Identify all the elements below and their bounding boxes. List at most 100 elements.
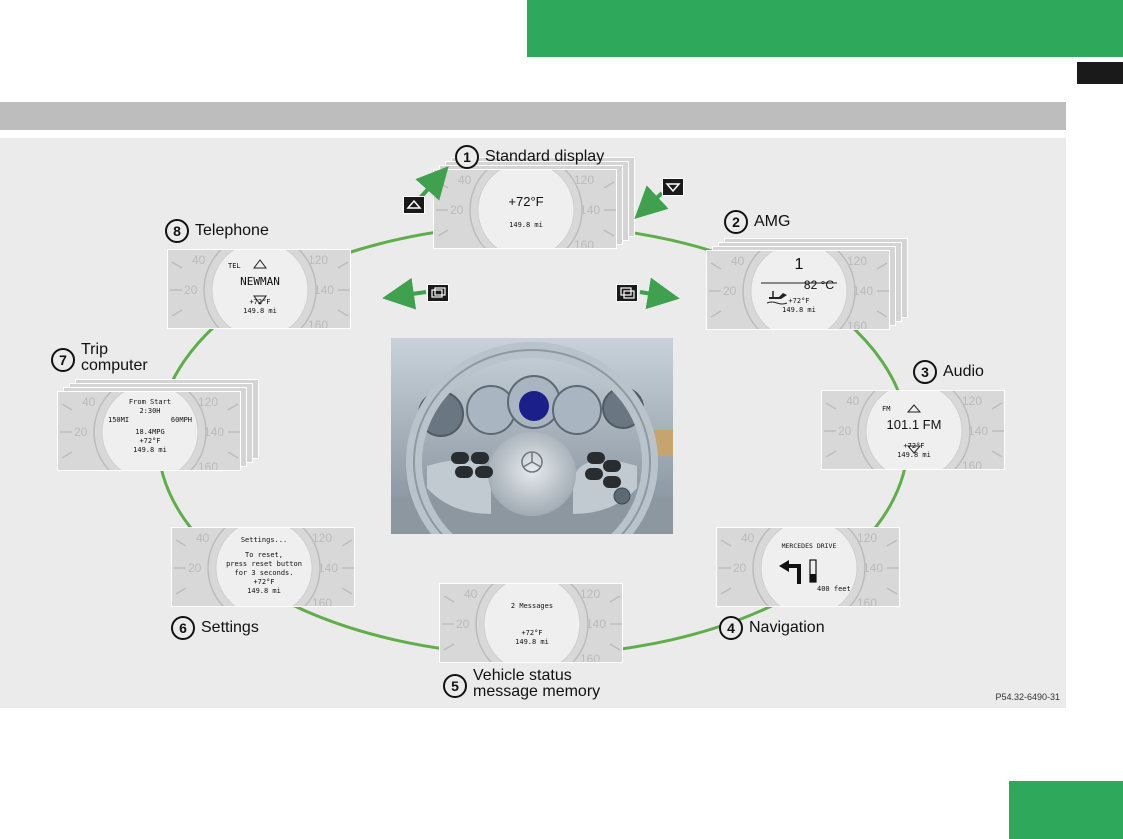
tick-160: 160 <box>857 596 877 607</box>
tick-140: 140 <box>580 203 600 217</box>
screen-message-memory: 40 20 120 140 160 2 Messages +72°F 149.8… <box>439 583 623 663</box>
arrow-back <box>382 277 427 310</box>
next-display-button-icon <box>616 284 638 302</box>
arrow-up-icon <box>906 404 922 413</box>
arrow-previous <box>415 166 449 201</box>
menu-title: Settings <box>201 619 259 636</box>
oil-temperature: 82 °C <box>803 278 835 292</box>
number-badge: 2 <box>724 210 748 234</box>
message-count: 2 Messages <box>510 602 554 610</box>
menu-title-line2: computer <box>81 357 148 374</box>
outside-temp: +72°F <box>253 578 275 586</box>
right-steering-buttons <box>585 452 621 488</box>
menu-title: AMG <box>754 213 791 230</box>
trip-distance: 150MI <box>108 416 130 424</box>
speedometer-dial: 40 20 120 140 160 <box>436 170 616 248</box>
tick-160: 160 <box>962 459 982 470</box>
outside-temp: +72°F <box>249 298 271 306</box>
outside-temp: +72°F <box>508 194 544 209</box>
screen-amg: 40 20 120 140 160 1 82 °C +72°F 149.8 mi <box>706 250 890 330</box>
screen-telephone: 40 20 120 140 160 TEL NEWMAN +72°F 149.8… <box>167 249 351 329</box>
number-badge: 5 <box>443 674 467 698</box>
arrow-down-icon <box>253 295 267 305</box>
left-steering-buttons <box>451 452 493 478</box>
outside-temp: +72°F <box>521 629 543 637</box>
menu-title: Audio <box>943 363 984 380</box>
previous-display-button-icon <box>427 284 449 302</box>
section-tab <box>1077 62 1123 84</box>
odometer: 149.8 mi <box>243 307 277 315</box>
tick-140: 140 <box>586 617 606 631</box>
trip-avg-consumption: 18.4MPG <box>135 428 165 436</box>
outside-temp: +72°F <box>903 442 925 450</box>
tick-40: 40 <box>82 395 96 409</box>
label-audio: 3 Audio <box>913 360 984 384</box>
tick-160: 160 <box>312 596 332 607</box>
multifunction-display-highlight <box>519 391 549 421</box>
tick-20: 20 <box>188 561 202 575</box>
screen-standard-display: 40 20 120 140 160 +72°F 149.8 mi <box>433 169 617 249</box>
tick-140: 140 <box>204 425 224 439</box>
tick-40: 40 <box>846 394 860 408</box>
odometer: 149.8 mi <box>515 638 549 646</box>
outside-temp: +72°F <box>139 437 161 445</box>
tick-40: 40 <box>741 531 755 545</box>
page-down-button-icon <box>662 178 684 196</box>
tick-120: 120 <box>198 395 218 409</box>
trip-duration: 2:30H <box>139 407 161 415</box>
menu-title-line1: Trip <box>81 341 108 358</box>
tick-160: 160 <box>847 319 867 330</box>
tick-120: 120 <box>580 587 600 601</box>
menu-diagram: 40 20 120 140 160 +72°F 149.8 mi 1 Stand… <box>0 138 1066 708</box>
tick-120: 120 <box>308 253 328 267</box>
odometer: 149.8 mi <box>133 446 167 454</box>
distance-bar-icon <box>809 559 817 583</box>
number-badge: 8 <box>165 219 189 243</box>
odometer: 149.8 mi <box>509 221 543 229</box>
menu-title: Navigation <box>749 619 825 636</box>
street-name: MERCEDES DRIVE <box>781 542 837 550</box>
tick-40: 40 <box>731 254 745 268</box>
arrow-next <box>634 185 669 219</box>
settings-line: for 3 seconds. <box>234 569 294 577</box>
section-header-bar <box>0 102 1066 130</box>
tick-120: 120 <box>857 531 877 545</box>
tick-160: 160 <box>308 318 328 329</box>
contact-name: NEWMAN <box>240 275 280 288</box>
odometer: 149.8 mi <box>247 587 281 595</box>
tick-20: 20 <box>450 203 464 217</box>
arrow-forward <box>639 277 680 310</box>
navigation-arrows <box>382 166 680 310</box>
steering-wheel-photo <box>391 338 673 534</box>
number-badge: 6 <box>171 616 195 640</box>
tick-20: 20 <box>723 284 737 298</box>
tick-120: 120 <box>962 394 982 408</box>
arrow-down-icon <box>906 445 922 454</box>
tick-140: 140 <box>968 424 988 438</box>
tick-40: 40 <box>192 253 206 267</box>
speedometer-dial: 40 20 120 140 160 <box>170 250 350 329</box>
settings-title: Settings... <box>240 536 288 544</box>
tel-label: TEL <box>228 262 241 270</box>
label-settings: 6 Settings <box>171 616 259 640</box>
tick-20: 20 <box>184 283 198 297</box>
tick-120: 120 <box>847 254 867 268</box>
label-standard-display: 1 Standard display <box>455 145 604 169</box>
number-badge: 7 <box>51 348 75 372</box>
arrow-up-icon <box>253 259 267 269</box>
speedometer-dial: 40 20 120 140 160 <box>824 391 1004 470</box>
screen-audio: 40 20 120 140 160 FM 101.1 FM +72°F 149.… <box>821 390 1005 470</box>
label-message-memory: 5 Vehicle status message memory <box>443 668 600 700</box>
trip-from-start: From Start <box>128 398 172 406</box>
tick-120: 120 <box>574 173 594 187</box>
menu-title-line2: message memory <box>473 683 601 700</box>
figure-reference-code: P54.32-6490-31 <box>995 692 1060 702</box>
speedometer-dial: 40 20 120 140 160 <box>60 392 240 470</box>
speedometer-dial: 40 20 120 140 160 <box>174 528 354 607</box>
tick-40: 40 <box>458 173 472 187</box>
label-telephone: 8 Telephone <box>165 219 269 243</box>
label-trip-computer: 7 Trip computer <box>51 342 148 374</box>
tick-20: 20 <box>733 561 747 575</box>
tick-140: 140 <box>863 561 883 575</box>
turn-left-arrow-icon <box>779 560 801 584</box>
